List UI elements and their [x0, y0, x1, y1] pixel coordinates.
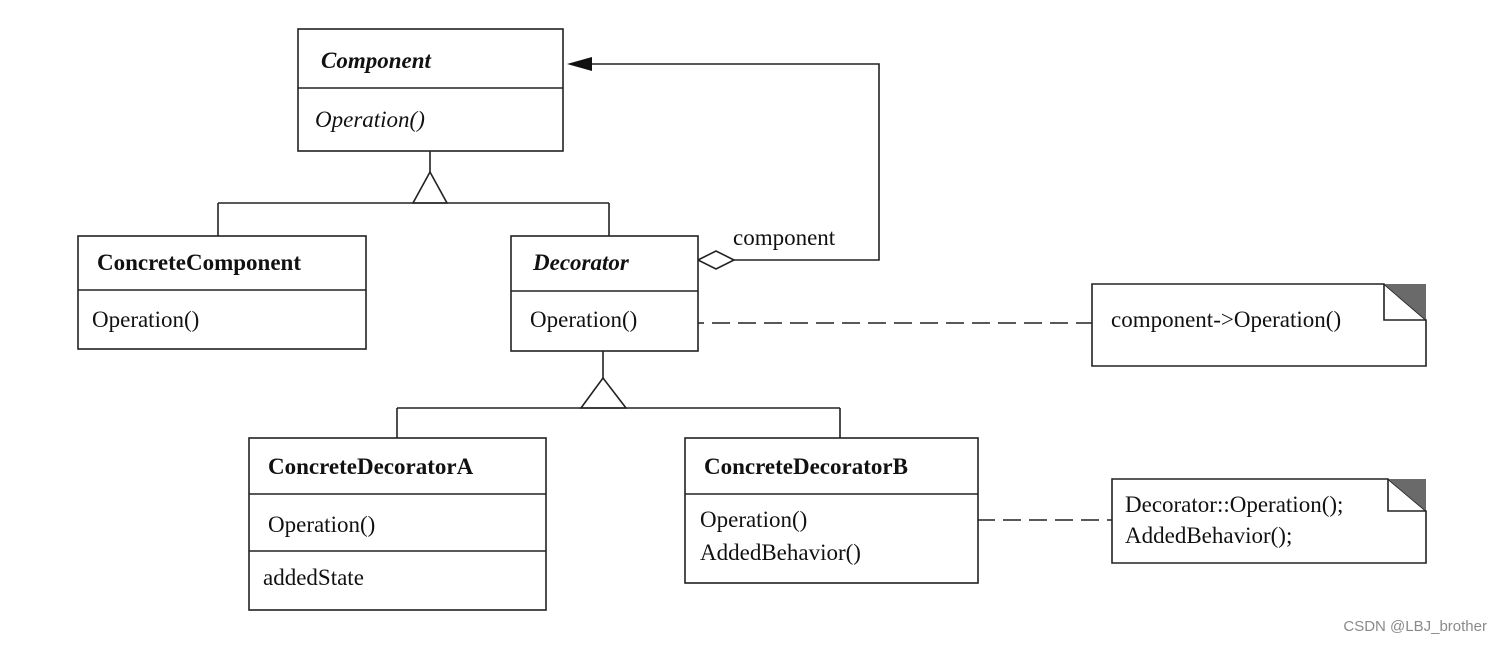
note-text-line-2: AddedBehavior(); — [1125, 523, 1292, 548]
class-concrete-component: ConcreteComponent Operation() — [77, 235, 367, 350]
operation: Operation() — [268, 512, 375, 537]
operation: Operation() — [530, 307, 637, 332]
inheritance-connector-component — [217, 151, 610, 236]
method: AddedBehavior() — [700, 540, 861, 565]
note-link-decorator — [669, 315, 1092, 331]
class-name: Decorator — [532, 250, 630, 275]
class-name: ConcreteDecoratorA — [268, 454, 474, 479]
attribute: addedState — [263, 565, 364, 590]
note-decorator: component->Operation() — [1091, 283, 1427, 367]
note-fold-icon — [1388, 479, 1426, 511]
note-text-line-1: Decorator::Operation(); — [1125, 492, 1343, 517]
class-name: ConcreteDecoratorB — [704, 454, 908, 479]
operation: Operation() — [92, 307, 199, 332]
operation: Operation() — [700, 507, 807, 532]
class-component: Component Operation() — [297, 28, 564, 152]
class-name: Component — [321, 48, 432, 73]
note-text: component->Operation() — [1111, 307, 1341, 332]
note-fold-icon — [1384, 284, 1426, 320]
aggregation-diamond-icon — [696, 250, 736, 270]
class-name: ConcreteComponent — [97, 250, 301, 275]
class-decorator: Decorator Operation() — [510, 235, 699, 352]
operation: Operation() — [315, 107, 425, 132]
arrowhead-icon — [567, 57, 592, 71]
inheritance-connector-decorator — [396, 351, 841, 438]
note-decorator-b: Decorator::Operation(); AddedBehavior(); — [1111, 478, 1427, 564]
aggregation-connector — [567, 57, 880, 270]
class-concrete-decorator-b: ConcreteDecoratorB Operation() AddedBeha… — [684, 437, 979, 584]
watermark: CSDN @LBJ_brother — [1343, 618, 1487, 635]
association-label: component — [733, 225, 836, 250]
class-concrete-decorator-a: ConcreteDecoratorA Operation() addedStat… — [248, 437, 547, 611]
